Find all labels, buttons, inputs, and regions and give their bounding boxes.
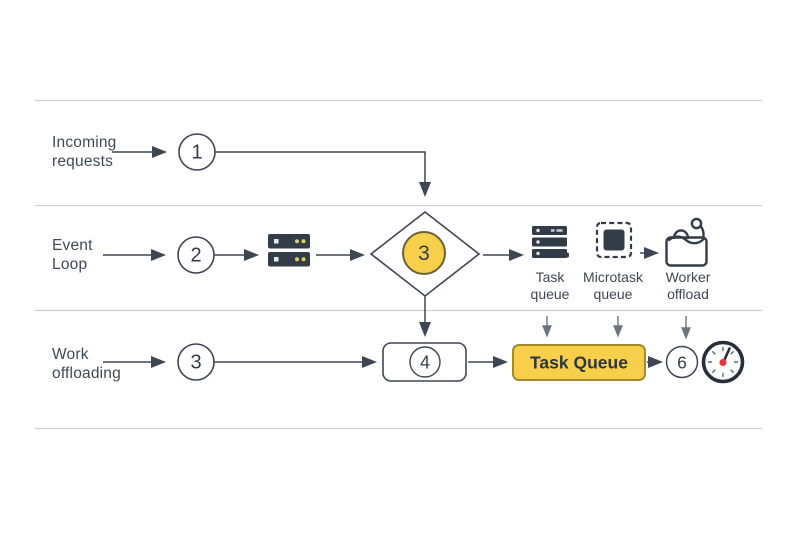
worker-offload-icon bbox=[665, 217, 708, 267]
row-incoming-requests-graphics bbox=[112, 133, 431, 197]
queue-label-line: queue bbox=[530, 285, 570, 302]
queue-label-line: offload bbox=[667, 285, 709, 302]
row-label-line: offloading bbox=[52, 365, 121, 382]
clock-icon bbox=[701, 340, 745, 384]
row-label-line: Incoming bbox=[52, 134, 117, 151]
task-queue-box bbox=[512, 344, 646, 381]
row-label-work-offloading: Work offloading bbox=[52, 345, 121, 383]
row-label-line: Event bbox=[52, 237, 93, 254]
row-label-line: Work bbox=[52, 346, 89, 363]
decision-step-number: 3 bbox=[418, 242, 430, 265]
decision-step-circle bbox=[402, 231, 446, 275]
queue-label-line: Worker bbox=[665, 269, 711, 285]
row-label-event-loop: Event Loop bbox=[52, 236, 93, 274]
worker-offload-icon-label: Worker offload bbox=[666, 269, 711, 302]
step3-number: 3 bbox=[190, 351, 202, 374]
row-label-incoming-requests: Incoming requests bbox=[52, 133, 117, 171]
step1-number: 1 bbox=[191, 141, 203, 164]
server-icon bbox=[268, 234, 310, 267]
row-work-offloading-graphics bbox=[103, 342, 699, 382]
microtask-queue-icon bbox=[595, 221, 633, 259]
queue-label-line: Task bbox=[535, 269, 565, 285]
swimlane-dividers bbox=[35, 99, 762, 430]
queue-drop-arrows bbox=[542, 316, 691, 340]
row-event-loop-graphics bbox=[103, 236, 659, 274]
task-queue-icon-label: Task queue bbox=[531, 269, 570, 302]
step6-number: 6 bbox=[677, 352, 687, 373]
arrow-step1-to-decision bbox=[215, 151, 431, 197]
step6-circle bbox=[665, 345, 699, 379]
row-label-line: Loop bbox=[52, 256, 88, 273]
row-label-line: requests bbox=[52, 153, 114, 170]
clock-center-dot bbox=[719, 358, 727, 367]
microtask-queue-icon-label: Microtask queue bbox=[583, 269, 643, 302]
queue-label-line: queue bbox=[593, 285, 633, 302]
box4-number: 4 bbox=[419, 352, 431, 373]
queue-label-line: Microtask bbox=[583, 269, 643, 285]
box4-step-circle bbox=[409, 346, 441, 378]
task-queue-box-label: Task Queue bbox=[530, 352, 628, 373]
task-queue-icon bbox=[532, 226, 569, 258]
step2-number: 2 bbox=[190, 244, 202, 267]
